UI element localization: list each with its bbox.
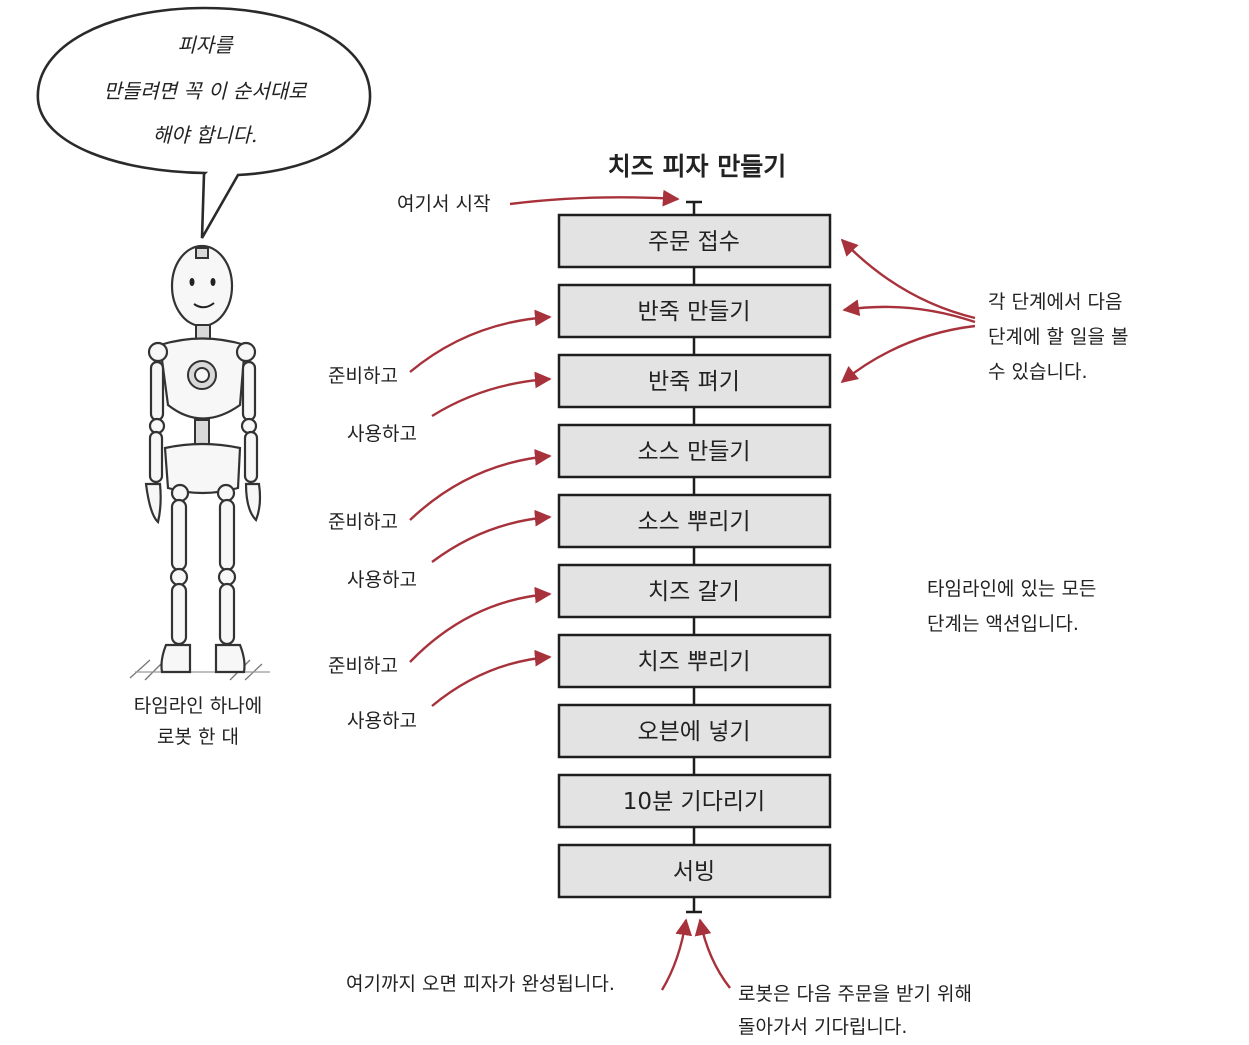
step-box — [557, 563, 832, 619]
start-arrow — [509, 189, 680, 207]
timeline-steps: 주문 접수 반죽 만들기 반죽 펴기 소스 만들기 소스 뿌리기 치즈 갈기 치… — [557, 213, 832, 899]
step-box — [557, 773, 832, 829]
step-box — [557, 423, 832, 479]
use-arrow — [431, 649, 552, 707]
end-note-right-line-2: 돌아가서 기다립니다. — [738, 1016, 907, 1038]
prepare-label: 준비하고 — [328, 365, 398, 387]
step-box — [557, 353, 832, 409]
step-label: 10분 기다리기 — [623, 789, 765, 815]
use-label: 사용하고 — [347, 569, 417, 591]
end-annotations: 여기까지 오면 피자가 완성됩니다. 로봇은 다음 주문을 받기 위해 돌아가서… — [346, 918, 972, 1038]
step-box — [557, 493, 832, 549]
right-note-1: 각 단계에서 다음 단계에 할 일을 볼 수 있습니다. — [840, 238, 1128, 384]
step-label: 치즈 뿌리기 — [637, 649, 750, 675]
end-arrow-right — [694, 918, 731, 989]
right-note-2-line-2: 단계는 액션입니다. — [927, 613, 1079, 635]
step-box — [557, 213, 832, 269]
prepare-arrow — [409, 309, 552, 373]
prepare-label: 준비하고 — [328, 655, 398, 677]
bubble-line-1: 피자를 — [177, 33, 234, 57]
right-note-2: 타임라인에 있는 모든 단계는 액션입니다. — [927, 578, 1096, 635]
note-arrow — [842, 299, 976, 324]
robot-caption-line-2: 로봇 한 대 — [157, 726, 239, 748]
step-label: 반죽 펴기 — [648, 369, 740, 395]
use-label: 사용하고 — [347, 423, 417, 445]
right-note-1-line-1: 각 단계에서 다음 — [988, 291, 1122, 313]
step-label: 오븐에 넣기 — [637, 719, 750, 745]
prepare-label: 준비하고 — [328, 511, 398, 533]
robot-illustration — [129, 244, 270, 681]
step-label: 반죽 만들기 — [637, 299, 750, 325]
step-label: 서빙 — [673, 859, 715, 885]
step-label: 소스 만들기 — [637, 439, 750, 465]
bubble-line-2: 만들려면 꼭 이 순서대로 — [103, 79, 308, 103]
right-note-1-line-2: 단계에 할 일을 볼 — [988, 326, 1128, 348]
step-box — [557, 843, 832, 899]
step-label: 치즈 갈기 — [648, 579, 740, 605]
end-arrow-left — [660, 918, 693, 991]
robot-caption-line-1: 타임라인 하나에 — [134, 695, 262, 717]
speech-bubble: 피자를 만들려면 꼭 이 순서대로 해야 합니다. — [36, 6, 372, 239]
ground-hatch — [129, 659, 270, 681]
step-label: 소스 뿌리기 — [637, 509, 750, 535]
step-box — [557, 283, 832, 339]
bubble-line-3: 해야 합니다. — [153, 123, 258, 147]
right-note-1-line-3: 수 있습니다. — [988, 361, 1087, 383]
use-arrow — [431, 509, 552, 563]
diagram-title: 치즈 피자 만들기 — [608, 152, 786, 181]
note-arrow — [840, 238, 976, 320]
prepare-arrow — [409, 448, 552, 521]
prepare-arrow — [409, 586, 552, 663]
use-label: 사용하고 — [347, 710, 417, 732]
use-arrow — [431, 371, 552, 418]
right-note-2-line-1: 타임라인에 있는 모든 — [927, 578, 1096, 600]
step-box — [557, 633, 832, 689]
step-box — [557, 703, 832, 759]
left-annotations: 준비하고 사용하고 준비하고 사용하고 준비하고 사용하고 — [328, 309, 552, 732]
end-note-left: 여기까지 오면 피자가 완성됩니다. — [346, 973, 615, 995]
start-label: 여기서 시작 — [397, 193, 490, 215]
step-label: 주문 접수 — [648, 229, 740, 255]
end-note-right-line-1: 로봇은 다음 주문을 받기 위해 — [738, 983, 972, 1005]
note-arrow — [840, 324, 976, 384]
